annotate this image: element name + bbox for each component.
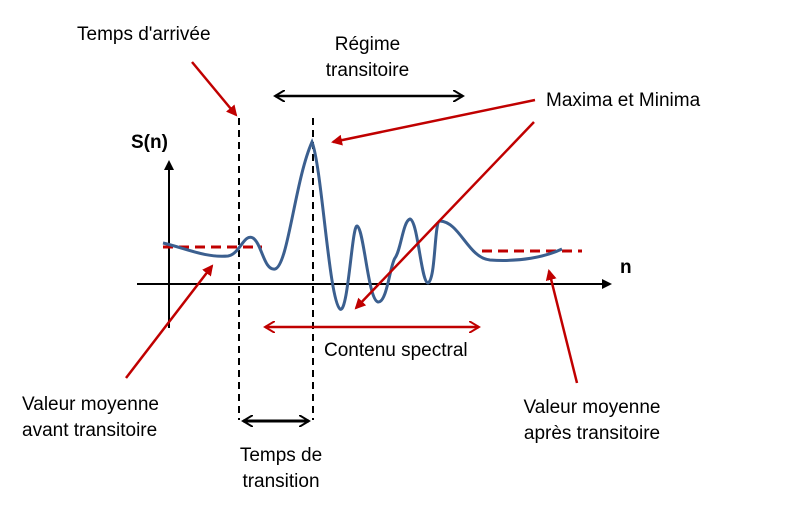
spectral-content-label: Contenu spectral	[324, 340, 468, 361]
maxima-pointer-upper	[331, 98, 536, 146]
transition-time-line2: transition	[242, 470, 320, 492]
mean-after-label: Valeur moyenne après transitoire	[502, 395, 682, 446]
mean-before-line1: Valeur moyenne	[22, 394, 159, 415]
mean-before-line2: avant transitoire	[22, 419, 158, 441]
arrival-time-label: Temps d'arrivée	[77, 24, 211, 45]
transition-time-label: Temps de transition	[216, 443, 346, 494]
mean-after-pointer	[545, 269, 579, 384]
transient-regime-line2: transitoire	[325, 59, 410, 81]
signal-curve	[162, 138, 563, 311]
transition-time-line1: Temps de	[239, 445, 323, 466]
maxima-minima-label: Maxima et Minima	[546, 90, 701, 111]
y-axis-label: S(n)	[131, 132, 168, 153]
mean-before-pointer	[125, 264, 214, 379]
transient-regime-line1: Régime	[334, 34, 401, 55]
mean-after-line2: après transitoire	[523, 422, 661, 444]
transient-regime-label: Régime transitoire	[300, 32, 435, 83]
maxima-pointer-lower	[354, 121, 535, 310]
mean-before-label: Valeur moyenne avant transitoire	[22, 392, 159, 443]
x-axis-label: n	[620, 257, 632, 278]
arrival-time-pointer	[191, 61, 238, 117]
mean-after-line1: Valeur moyenne	[523, 397, 661, 418]
